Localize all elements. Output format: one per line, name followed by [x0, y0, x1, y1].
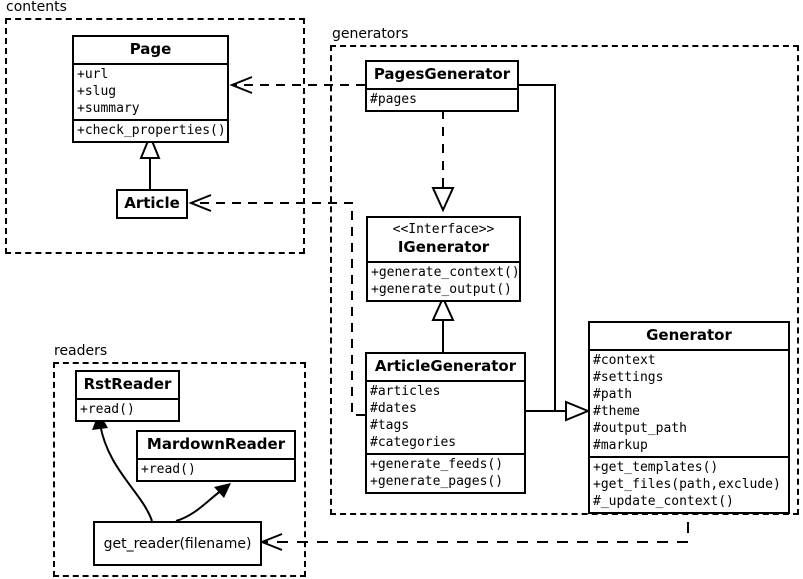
member: +slug	[77, 84, 117, 99]
member: +generate_feeds()	[370, 457, 504, 472]
class-articlegenerator[interactable]: ArticleGenerator #articles #dates #tags …	[365, 352, 526, 494]
member: #theme	[593, 404, 640, 419]
member: +get_files(path,exclude)	[593, 477, 781, 492]
member: #_update_context()	[593, 494, 734, 509]
member: #context	[593, 353, 656, 368]
member: #output_path	[593, 421, 687, 436]
package-readers	[53, 362, 306, 577]
package-contents-label: contents	[4, 0, 70, 15]
member: +generate_output()	[371, 282, 512, 297]
class-igenerator[interactable]: <<Interface>> IGenerator +generate_conte…	[366, 216, 521, 302]
member: #pages	[370, 92, 417, 107]
class-page-title: Page	[129, 40, 172, 58]
class-article-title: Article	[124, 194, 180, 212]
class-pagesgenerator-attributes: #pages	[367, 88, 517, 110]
member: +check_properties()	[77, 123, 226, 138]
class-page-attributes: +url +slug +summary	[74, 63, 227, 119]
member: #articles	[370, 384, 441, 399]
package-contents	[5, 18, 305, 254]
class-igenerator-operations: +generate_context() +generate_output()	[368, 261, 520, 300]
class-pagesgenerator[interactable]: PagesGenerator #pages	[365, 60, 519, 112]
class-igenerator-header: <<Interface>> IGenerator	[368, 218, 519, 261]
class-generator[interactable]: Generator #context #settings #path #them…	[588, 321, 790, 514]
class-igenerator-stereotype: <<Interface>>	[392, 222, 495, 237]
class-rstreader-title: RstReader	[83, 375, 172, 393]
class-generator-attributes: #context #settings #path #theme #output_…	[590, 349, 788, 456]
member: #tags	[370, 418, 410, 433]
class-generator-operations: +get_templates() +get_files(path,exclude…	[590, 456, 788, 512]
member: +generate_context()	[371, 265, 520, 280]
member: #categories	[370, 435, 457, 450]
member: #settings	[593, 370, 664, 385]
function-get-reader[interactable]: get_reader(filename)	[93, 521, 262, 566]
class-articlegenerator-attributes: #articles #dates #tags #categories	[367, 380, 524, 453]
member: #markup	[593, 438, 648, 453]
class-articlegenerator-title: ArticleGenerator	[374, 357, 517, 375]
class-page[interactable]: Page +url +slug +summary +check_properti…	[72, 35, 229, 143]
package-generators-label: generators	[330, 27, 412, 42]
member: +read()	[80, 402, 135, 417]
class-igenerator-title: IGenerator	[397, 238, 490, 256]
function-get-reader-label: get_reader(filename)	[103, 535, 252, 552]
class-page-operations: +check_properties()	[74, 119, 227, 141]
class-rstreader[interactable]: RstReader +read()	[75, 370, 180, 422]
class-rstreader-operations: +read()	[77, 398, 178, 420]
member: #dates	[370, 401, 417, 416]
member: +url	[77, 67, 109, 82]
package-readers-label: readers	[52, 344, 111, 359]
member: +get_templates()	[593, 460, 719, 475]
class-mardownreader-operations: +read()	[138, 458, 294, 480]
member: +summary	[77, 101, 140, 116]
class-article[interactable]: Article	[116, 189, 188, 219]
class-mardownreader-title: MardownReader	[146, 435, 286, 453]
class-mardownreader[interactable]: MardownReader +read()	[136, 430, 296, 482]
member: #path	[593, 387, 633, 402]
class-pagesgenerator-title: PagesGenerator	[373, 65, 511, 83]
class-articlegenerator-operations: +generate_feeds() +generate_pages()	[367, 453, 524, 492]
member: +read()	[141, 462, 196, 477]
member: +generate_pages()	[370, 474, 504, 489]
class-generator-title: Generator	[646, 326, 732, 344]
